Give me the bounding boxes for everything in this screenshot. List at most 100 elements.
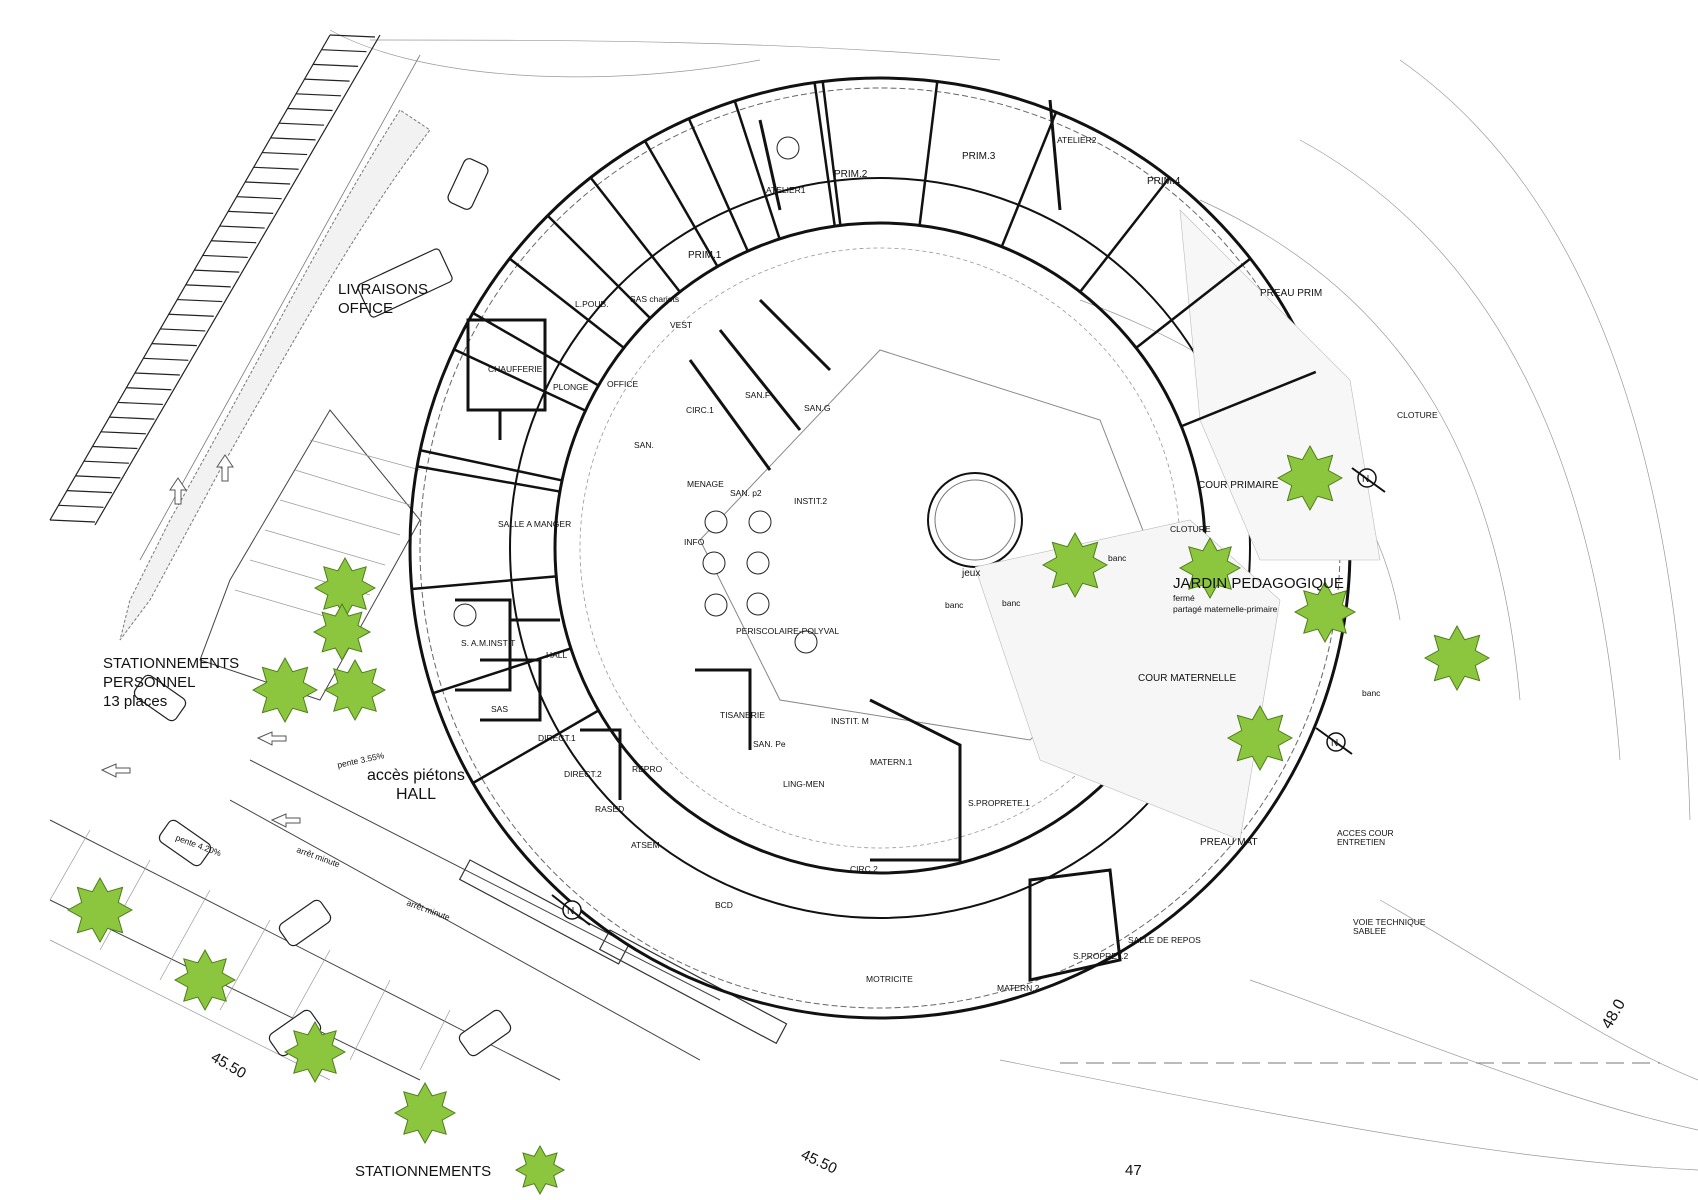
tree-icon (66, 876, 134, 944)
ruler-tick (177, 298, 223, 303)
jardin-note: partagé maternelle-primaire (1173, 604, 1278, 614)
room-label-san: SAN. (634, 440, 654, 450)
room-label-direct1: DIRECT.1 (538, 733, 576, 743)
label-jeux: jeux (961, 568, 980, 579)
room-label-prim3: PRIM.3 (962, 151, 996, 162)
room-label-instit2: INSTIT.2 (794, 496, 827, 506)
radial-wall (1000, 111, 1058, 248)
radial-wall (918, 81, 939, 226)
ruler-tick (270, 137, 316, 141)
ruler-tick (304, 78, 350, 82)
room-label-san-pe: SAN. Pe (753, 739, 786, 749)
table-icon (748, 510, 772, 534)
tree-icon (1041, 531, 1109, 599)
room-label-hall: HALL (546, 650, 568, 660)
tree-icon (1226, 704, 1294, 772)
table-icon (453, 603, 477, 627)
level-label: 48.0 (1599, 996, 1629, 1032)
ruler-tick (219, 225, 265, 229)
room-label-matern2: MATERN.2 (997, 983, 1040, 993)
ruler-tick (321, 49, 367, 53)
ruler-tick (58, 504, 104, 508)
ruler-tick (329, 34, 376, 38)
room-labels: PRIM.1 PRIM.2 PRIM.3 PRIM.4 ATELIER1 ATE… (461, 135, 1438, 993)
room-label-san-g: SAN.G (804, 403, 830, 413)
radial-wall (472, 709, 600, 785)
room-label-san-f: SAN.F (745, 390, 770, 400)
site-hatching (329, 29, 1698, 1171)
room-label-chaufferie: CHAUFFERIE (488, 364, 543, 374)
tree-icon (1423, 624, 1491, 692)
parking-bottom (49, 759, 788, 1081)
north-label: N (1331, 738, 1338, 749)
table-icon (746, 592, 770, 616)
room-label-bcd: BCD (715, 900, 733, 910)
room-label-san-p2: SAN. p2 (730, 488, 762, 498)
label-cloture: CLOTURE (1397, 410, 1438, 420)
label-entretien: ENTRETIEN (1337, 837, 1385, 847)
label-acces-cour: ACCES COUR (1337, 828, 1394, 838)
radial-wall (821, 81, 842, 226)
ruler-tick (126, 387, 172, 391)
ruler-tick (228, 210, 274, 214)
livraisons-label: LIVRAISONS (338, 281, 428, 298)
office-label: OFFICE (338, 300, 393, 317)
label-banc: banc (1362, 688, 1381, 698)
table-icon (776, 136, 800, 160)
room-label-direct2: DIRECT.2 (564, 769, 602, 779)
ruler-tick (313, 63, 359, 67)
room-label-s-a-m-instit: S. A.M.INSTIT (461, 638, 515, 648)
room-label-instit-m: INSTIT. M (831, 716, 869, 726)
label-banc: banc (1002, 598, 1021, 608)
room-label-atelier1: ATELIER1 (766, 185, 806, 195)
ruler-tick (151, 343, 197, 347)
table-icon (704, 593, 728, 617)
room-label-info: INFO (684, 537, 705, 547)
room-label-circ1: CIRC.1 (686, 405, 714, 415)
room-label-cour-maternelle: COUR MATERNELLE (1138, 673, 1236, 684)
table-icon (746, 551, 770, 575)
label-voie-technique: VOIE TECHNIQUE (1353, 917, 1426, 927)
radial-wall (420, 449, 563, 482)
radial-wall (432, 647, 572, 695)
ruler-tick (143, 357, 189, 361)
radial-wall (733, 100, 781, 240)
room-label-matern1: MATERN.1 (870, 757, 913, 767)
parking-personnel (199, 409, 421, 701)
radial-wall (643, 140, 719, 268)
stationnements-bottom-label: STATIONNEMENTS (355, 1163, 491, 1180)
room-label-periscolaire: PERISCOLAIRE-POLYVAL (736, 626, 839, 636)
radial-wall (687, 118, 749, 252)
acces-pietons-label: accès piétons (367, 767, 465, 784)
jardin-note: fermé (1173, 593, 1195, 603)
room-label-tisanerie: TISANERIE (720, 710, 765, 720)
ruler-tick (92, 445, 138, 450)
room-label-plonge: PLONGE (553, 382, 589, 392)
tree-icon (173, 948, 237, 1012)
tree-icon (514, 1144, 566, 1196)
room-label-atelier2: ATELIER2 (1057, 135, 1097, 145)
ruler-tick (83, 460, 129, 464)
room-label-vest: VEST (670, 320, 692, 330)
ruler-tick (66, 490, 112, 494)
radial-wall (546, 214, 652, 320)
ruler-tick (49, 519, 96, 523)
room-label-menage: MENAGE (687, 479, 724, 489)
arrow-icon (100, 454, 301, 828)
ruler-tick (117, 401, 163, 406)
room-label-motricite: MOTRICITE (866, 974, 913, 984)
radial-wall (1135, 257, 1252, 349)
radial-wall (813, 82, 837, 227)
tree-icon (1276, 444, 1344, 512)
room-label-salle-de-repos: SALLE DE REPOS (1128, 935, 1201, 945)
ruler-tick (211, 240, 257, 244)
room-label-ling-men: LING-MEN (783, 779, 825, 789)
ruler-tick (194, 269, 240, 273)
label-banc: banc (1108, 553, 1127, 563)
hall-access-label: HALL (396, 786, 436, 803)
tree-icon (283, 1020, 347, 1084)
north-label: N (1362, 474, 1369, 485)
radial-wall (472, 311, 600, 387)
radial-wall (1180, 370, 1317, 428)
